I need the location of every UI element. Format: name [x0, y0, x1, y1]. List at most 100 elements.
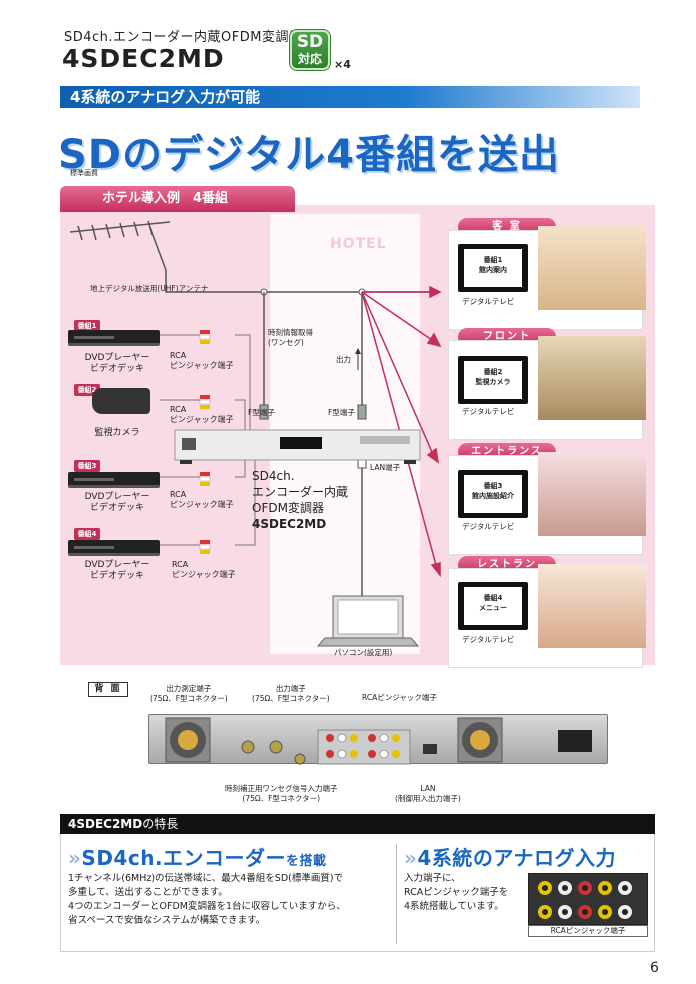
tv-icon: 番組1 館内案内	[458, 244, 528, 292]
feature-1-line2: 多重して、送出することができます。	[68, 887, 228, 898]
dest-3-caption: デジタルテレビ	[462, 522, 515, 531]
page-number: 6	[650, 960, 659, 976]
source-3-label: DVDプレーヤー ビデオデッキ	[62, 492, 172, 514]
encoder-model: 4SDEC2MD	[252, 517, 327, 531]
feature-1-body: 1チャンネル(6MHz)の伝送帯域に、最大4番組をSD(標準画質)で 多重して、…	[68, 872, 346, 928]
feature-1-title: »SD4ch.エンコーダーを搭載	[68, 846, 327, 870]
lan-terminal-label: LAN端子	[370, 463, 401, 472]
badge-multiplier: ×4	[334, 58, 351, 71]
source-3-badge: 番組3	[74, 460, 100, 472]
feature-1-title-b: を搭載	[286, 854, 327, 869]
badge-line2: 対応	[297, 52, 322, 66]
tv-screen: 番組1 館内案内	[464, 249, 522, 287]
rear-callout-1: 出力測定端子 (75Ω、F型コネクター)	[150, 684, 228, 704]
source-3-line2: ビデオデッキ	[89, 503, 144, 513]
dest-2-prog1: 番組2	[483, 368, 503, 376]
features-bar-suffix: の特長	[142, 817, 179, 831]
source-3-rca: RCA ピンジャック端子	[170, 490, 234, 510]
headline-note: 標準画質	[70, 169, 98, 177]
tv-icon: 番組3 館内施設紹介	[458, 470, 528, 518]
source-4-badge: 番組4	[74, 528, 100, 540]
source-4-rca1: RCA	[172, 560, 189, 569]
dest-4-prog1: 番組4	[483, 594, 503, 602]
source-1-line2: ビデオデッキ	[89, 364, 144, 374]
dest-4-caption: デジタルテレビ	[462, 635, 515, 644]
rca-jack-photo	[528, 873, 648, 925]
rca-plugs	[199, 330, 211, 554]
source-3-rca1: RCA	[170, 490, 187, 499]
feature-2-body: 入力端子に、 RCAピンジャック端子を 4系統搭載しています。	[404, 872, 508, 914]
encoder-line2: エンコーダー内蔵	[252, 485, 349, 499]
source-4-rca2: ピンジャック端子	[172, 570, 236, 579]
camera-icon	[92, 388, 150, 414]
rear-panel-detail	[165, 717, 592, 765]
restaurant-photo	[538, 564, 646, 648]
dvd-player-icon	[68, 330, 160, 346]
feature-1-line3: 4つのエンコーダーとOFDM変調器を1台に収容していますから、	[68, 901, 346, 912]
source-1-line1: DVDプレーヤー	[84, 353, 150, 363]
source-1-badge: 番組1	[74, 320, 100, 332]
antenna-icon	[69, 220, 171, 271]
tv-icon: 番組2 監視カメラ	[458, 356, 528, 404]
product-subtitle: SD4ch.エンコーダー内蔵OFDM変調器	[64, 30, 303, 45]
dest-3-prog2: 館内施設紹介	[472, 492, 514, 500]
encoder-line3: OFDM変調器	[252, 501, 324, 515]
rear-callout-4a: 時刻補正用ワンセグ信号入力端子	[225, 784, 338, 793]
dest-1-caption: デジタルテレビ	[462, 297, 515, 306]
rear-callout-2: 出力端子 (75Ω、F型コネクター)	[252, 684, 330, 704]
feature-2-title: »4系統のアナログ入力	[404, 846, 616, 870]
source-3-line1: DVDプレーヤー	[84, 492, 150, 502]
rear-callout-4: 時刻補正用ワンセグ信号入力端子 (75Ω、F型コネクター)	[225, 784, 338, 804]
dvd-player-icon	[68, 540, 160, 556]
rear-callout-1b: (75Ω、F型コネクター)	[150, 694, 228, 703]
feature-1-title-a: SD4ch.エンコーダー	[81, 846, 287, 870]
dest-4-prog2: メニュー	[479, 604, 507, 612]
source-4-label: DVDプレーヤー ビデオデッキ	[62, 560, 172, 582]
source-2-rca: RCA ピンジャック端子	[170, 405, 234, 425]
dest-2-caption: デジタルテレビ	[462, 407, 515, 416]
diagram-tab: ホテル導入例 4番組	[60, 186, 295, 212]
feature-1-line4: 省スペースで安価なシステムが構築できます。	[68, 915, 266, 926]
time-info-line2: (ワンセグ)	[268, 338, 304, 347]
rca-photo-caption: RCAピンジャック端子	[528, 925, 648, 937]
laptop-icon	[316, 595, 420, 647]
source-2-label: 監視カメラ	[94, 428, 140, 438]
dest-3-prog1: 番組3	[483, 482, 503, 490]
product-model: 4SDEC2MD	[62, 44, 225, 73]
rear-callout-2b: (75Ω、F型コネクター)	[252, 694, 330, 703]
front-desk-photo	[538, 336, 646, 420]
feature-2-line3: 4系統搭載しています。	[404, 901, 504, 912]
guestroom-photo	[538, 226, 646, 310]
encoder-description: SD4ch. エンコーダー内蔵 OFDM変調器 4SDEC2MD	[252, 468, 348, 532]
dvd-player-icon	[68, 472, 160, 488]
time-info-line1: 時刻情報取得	[268, 328, 313, 337]
rear-callout-2a: 出力端子	[275, 684, 306, 693]
source-1-rca: RCA ピンジャック端子	[170, 351, 234, 371]
tv-screen: 番組4 メニュー	[464, 587, 522, 625]
features-box	[60, 834, 655, 952]
source-4-line1: DVDプレーヤー	[84, 560, 150, 570]
f-terminal-right-label: F型端子	[328, 408, 355, 417]
features-divider	[396, 844, 397, 944]
source-3-rca2: ピンジャック端子	[170, 500, 234, 509]
rear-callout-5: LAN (制御用入出力端子)	[395, 784, 461, 804]
antenna-label: 地上デジタル放送用(UHF)アンテナ	[90, 284, 209, 293]
dest-1-prog2: 館内案内	[479, 266, 507, 274]
time-info-label: 時刻情報取得 (ワンセグ)	[268, 328, 313, 348]
badge-line1: SD	[296, 32, 324, 52]
feature-2-line2: RCAピンジャック端子を	[404, 887, 509, 898]
output-label: 出力	[336, 355, 351, 364]
pc-label: パソコン(設定用)	[334, 648, 393, 657]
rear-callout-1a: 出力測定端子	[166, 684, 212, 693]
hotel-label: HOTEL	[330, 236, 387, 252]
source-1-label: DVDプレーヤー ビデオデッキ	[62, 353, 172, 375]
source-1-rca1: RCA	[170, 351, 187, 360]
tv-screen: 番組2 監視カメラ	[464, 361, 522, 399]
feature-banner: 4系統のアナログ入力が可能	[60, 86, 640, 108]
features-bar: 4SDEC2MDの特長	[60, 814, 655, 834]
entrance-photo	[538, 452, 646, 536]
headline: SDのデジタル4番組を送出	[58, 132, 561, 178]
rear-callout-3: RCAピンジャック端子	[362, 693, 437, 702]
feature-2-line1: 入力端子に、	[404, 873, 461, 884]
